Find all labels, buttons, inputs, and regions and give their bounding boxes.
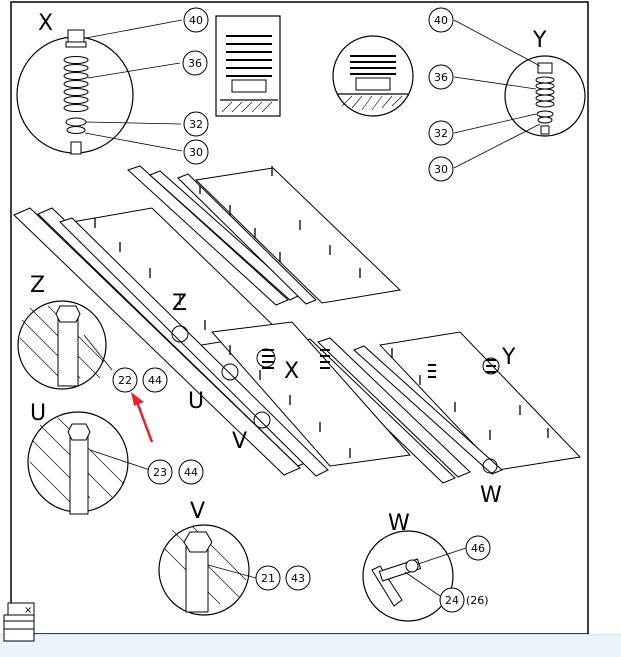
detail-label-w-bottom: W (388, 511, 410, 536)
part-number-36: 36 (188, 57, 202, 70)
taskbar-strip (0, 634, 621, 657)
detail-label-u-left: U (30, 401, 46, 426)
part-number-40: 40 (434, 14, 448, 27)
detail-label-y-top: Y (532, 28, 547, 53)
detail-label-z-center: Z (172, 291, 187, 316)
part-number-43: 43 (291, 572, 305, 585)
part-number-44: 44 (148, 374, 162, 387)
detail-label-y-center: Y (501, 345, 516, 370)
part-number-44: 44 (184, 466, 198, 479)
detail-x-top: X 40 36 32 30 (16, 7, 209, 165)
part-number-21: 21 (261, 572, 275, 585)
minimized-window-icon[interactable]: × (2, 601, 36, 645)
part-number-24: 24 (445, 594, 459, 607)
detail-label-u-center: U (188, 389, 204, 414)
detail-v: V 21 43 (158, 499, 311, 616)
detail-label-v-center: V (232, 429, 247, 454)
detail-z: Z 22 44 (17, 273, 168, 393)
part-number-32: 32 (434, 127, 448, 140)
diagram-frame (10, 1, 589, 635)
part-number-22: 22 (118, 374, 132, 387)
compressed-spring-icon (332, 35, 414, 117)
detail-label-x-center: X (284, 359, 299, 384)
part-number-30: 30 (434, 163, 448, 176)
part-number-40: 40 (189, 14, 203, 27)
detail-label-z-left: Z (30, 273, 45, 298)
detail-label-x-top: X (38, 11, 53, 36)
part-number-26: (26) (466, 594, 489, 607)
spring-box-icon (215, 15, 281, 117)
detail-u: U 23 44 (27, 401, 204, 515)
part-number-46: 46 (471, 542, 485, 555)
red-pointer-arrow (131, 392, 154, 443)
part-number-30: 30 (189, 146, 203, 159)
detail-label-v-bottom: V (190, 499, 205, 524)
detail-label-w-center: W (480, 483, 502, 508)
detail-y-top: Y 40 36 32 30 (428, 7, 586, 182)
detail-w: W 46 24 (26) (362, 511, 491, 622)
exploded-assembly (13, 165, 582, 484)
close-icon[interactable]: × (24, 605, 32, 616)
part-number-36: 36 (434, 71, 448, 84)
part-number-23: 23 (153, 466, 167, 479)
part-number-32: 32 (189, 118, 203, 131)
